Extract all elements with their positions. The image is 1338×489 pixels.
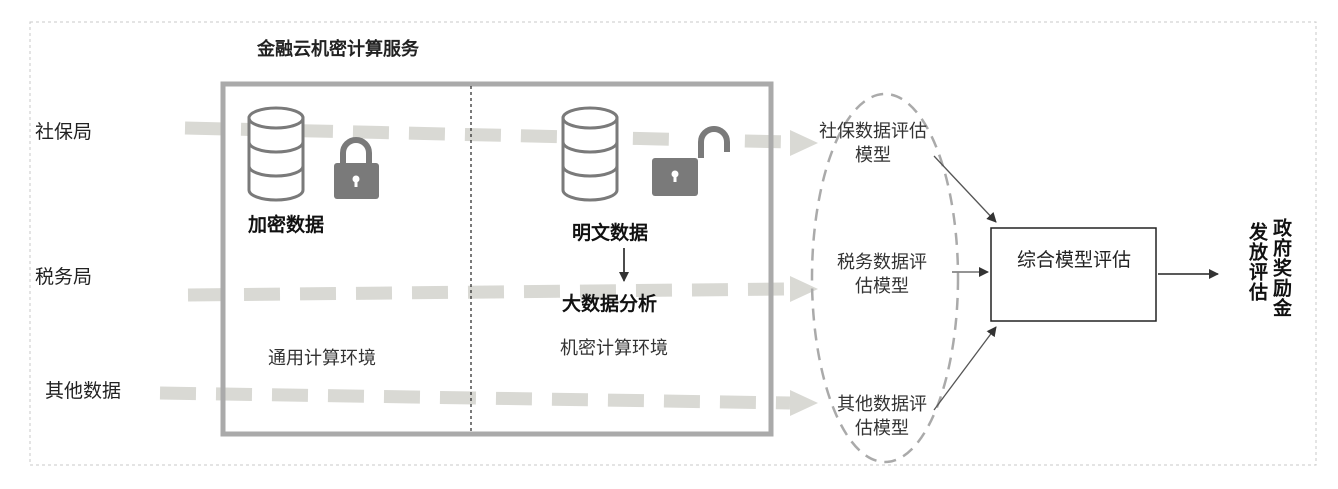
model-tax: 税务数据评估模型 [837, 252, 927, 297]
flow-arrow-other [159, 386, 818, 416]
combined-model-label: 综合模型评估 [1016, 249, 1131, 271]
source-social: 社保局 [35, 121, 93, 143]
secure-env-box [508, 325, 750, 370]
source-other: 其他数据 [45, 380, 122, 402]
models-ellipse [810, 92, 960, 464]
flow-arrow-tax [187, 276, 818, 302]
encrypted-data-label: 加密数据 [248, 214, 325, 236]
database-icon [247, 106, 305, 202]
outer-frame [29, 21, 1317, 466]
secure-env-label: 机密计算环境 [560, 338, 668, 359]
general-env-label: 通用计算环境 [268, 348, 376, 369]
lock-closed-icon [334, 137, 379, 199]
service-panel [220, 81, 774, 437]
source-tax: 税务局 [35, 266, 93, 288]
diagram-title: 金融云机密计算服务 [257, 39, 419, 60]
database-icon-right [561, 106, 619, 202]
big-data-analysis-label: 大数据分析 [562, 293, 658, 315]
model-social: 社保数据评估模型 [819, 121, 927, 166]
model-other: 其他数据评估模型 [837, 394, 927, 439]
output-line-1: 政府奖励金 [1270, 218, 1292, 318]
arrow-other-combined [933, 326, 997, 411]
arrow-social-combined [933, 155, 997, 223]
lock-open-icon [652, 126, 730, 196]
plaintext-data-label: 明文数据 [572, 222, 649, 244]
combined-model-box [990, 227, 1157, 322]
output-line-2: 发放评估 [1246, 222, 1268, 302]
